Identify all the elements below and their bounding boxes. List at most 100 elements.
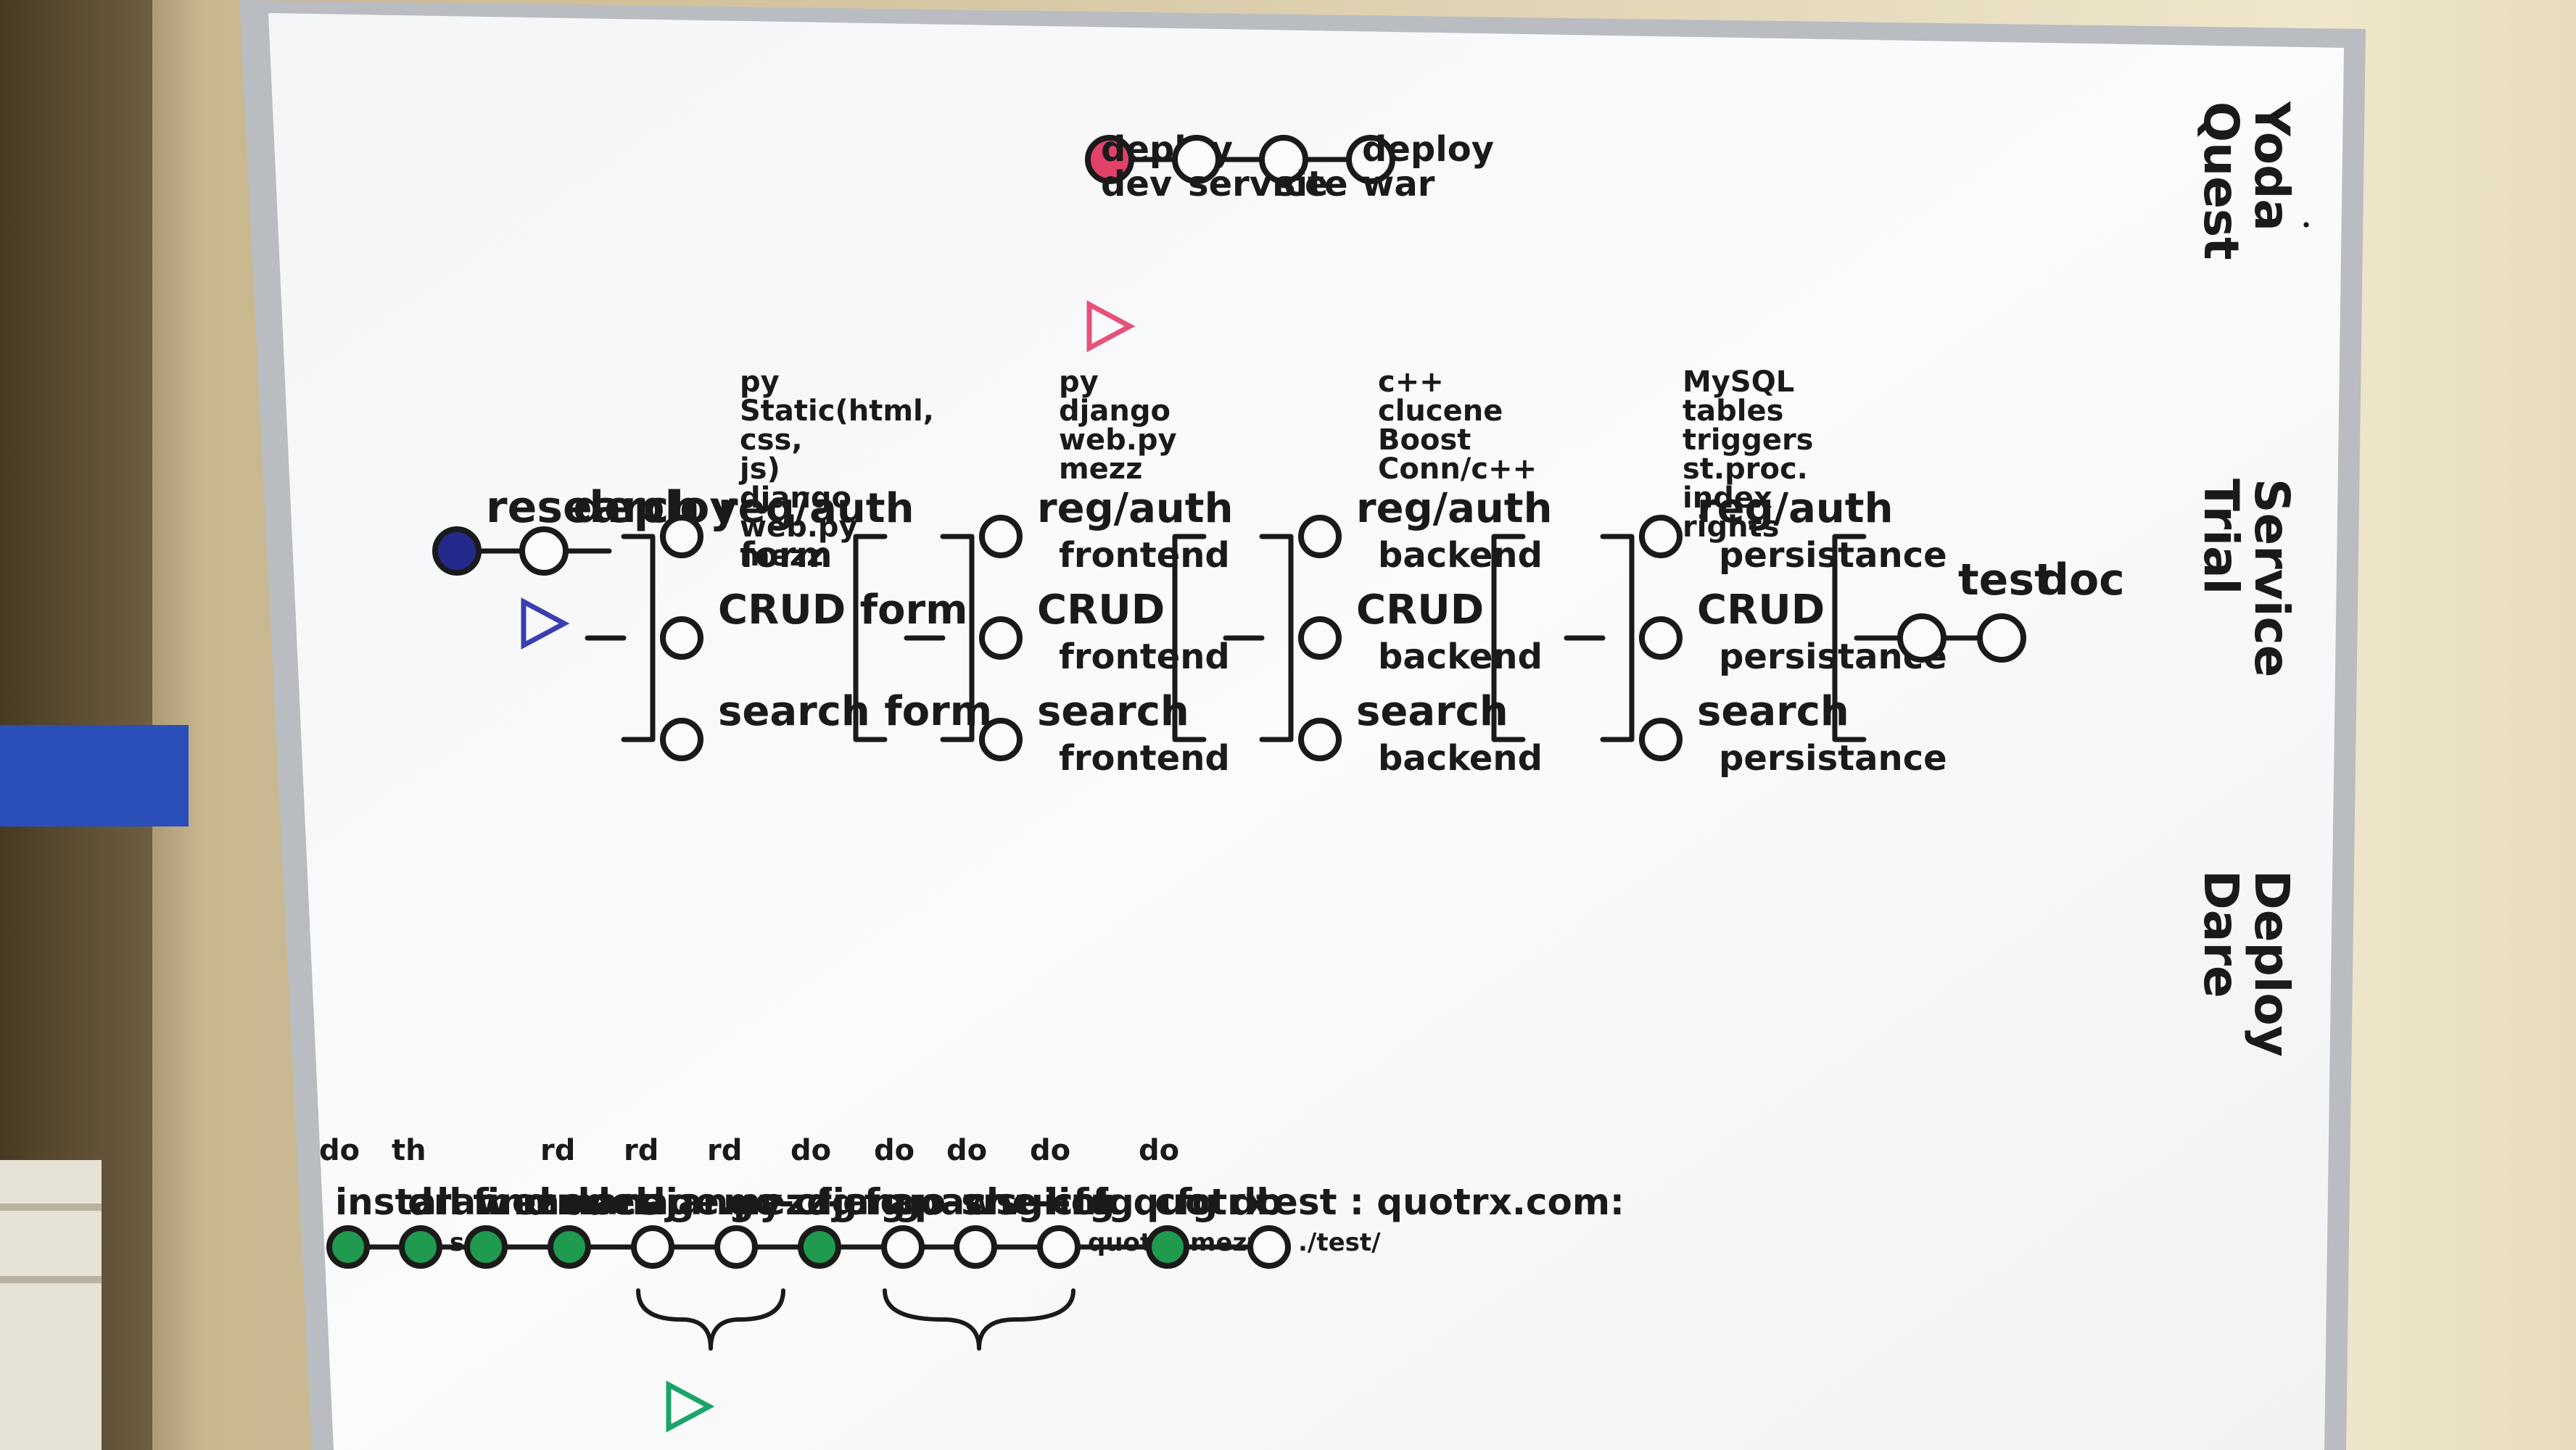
stage-0-node-0 — [660, 515, 703, 558]
stack-note-3-5: rights — [1683, 510, 1779, 544]
stage-0-node-2 — [660, 718, 703, 761]
green-node-5 — [714, 1225, 758, 1269]
pink-node-label-2: site — [1275, 164, 1348, 204]
blue-label-deploy: deploy — [573, 482, 738, 533]
stack-note-1-1: django — [1059, 394, 1171, 428]
stage-3-node-1 — [1639, 616, 1683, 660]
green-prefix-8: do — [946, 1134, 987, 1167]
stack-note-2-0: c++ — [1378, 365, 1444, 399]
stack-note-3-1: tables — [1683, 394, 1783, 428]
stage-1-label-2: search — [1037, 688, 1189, 735]
green-prefix-7: do — [874, 1134, 915, 1167]
green-postfix-11: ./test/ — [1298, 1228, 1381, 1257]
stage-3-node-0 — [1639, 515, 1683, 558]
green-label-6: django-srv — [806, 1181, 1024, 1223]
stage-bracket-right-2 — [1491, 534, 1526, 742]
stage-1-sublabel-2: frontend — [1059, 738, 1230, 779]
stage-bracket-left-3 — [1600, 534, 1635, 742]
blue-node-doc — [1977, 613, 2026, 663]
green-prefix-9: do — [1030, 1134, 1070, 1167]
green-label-2: find docs — [473, 1181, 658, 1223]
green-label-0: install mezz — [335, 1181, 579, 1223]
stack-note-2-2: Boost — [1378, 423, 1471, 457]
stack-note-0-4: django — [740, 481, 851, 515]
green-label-4: django-cfg — [640, 1181, 857, 1223]
stage-3-label-0: reg/auth — [1697, 485, 1893, 532]
blue-label-test: test — [1958, 555, 2055, 605]
stage-bracket-right-0 — [853, 534, 888, 742]
blue-label-doc: doc — [2038, 555, 2125, 605]
stage-1-sublabel-1: frontend — [1059, 637, 1230, 677]
stage-3-node-2 — [1639, 718, 1683, 761]
pink-node-2 — [1259, 135, 1308, 184]
stack-note-0-6: mezz — [740, 539, 823, 573]
blue-milestone-triangle — [521, 597, 570, 650]
stack-note-0-2: css, — [740, 423, 803, 457]
pink-node-label-3: deploy — [1362, 129, 1494, 170]
pink-milestone-triangle — [1086, 300, 1136, 352]
stage-1-label-0: reg/auth — [1037, 485, 1233, 532]
legend-deploy: Deploy — [2244, 870, 2300, 1057]
pink-node-0 — [1085, 135, 1134, 184]
green-label-9: link quotrx — [1046, 1181, 1268, 1223]
stage-2-label-2: search — [1356, 688, 1508, 735]
stack-note-0-0: py — [740, 365, 780, 399]
legend-yoda: Yoda — [2244, 101, 2300, 231]
green-prefix-3: rd — [540, 1134, 575, 1167]
stage-2-sublabel-2: backend — [1378, 738, 1543, 779]
stage-bracket-left-1 — [940, 534, 975, 742]
green-label-11: test : quotrx.com: — [1256, 1181, 1625, 1223]
stack-note-1-3: mezz — [1059, 452, 1142, 486]
stage-3-sublabel-0: persistance — [1719, 535, 1947, 576]
stack-note-3-0: MySQL — [1683, 365, 1794, 399]
blue-node-deploy — [519, 526, 569, 576]
stage-0-label-0: reg/auth — [718, 485, 914, 532]
stage-bracket-right-1 — [1172, 534, 1207, 742]
green-node-8 — [954, 1225, 997, 1269]
green-node-6 — [798, 1225, 841, 1269]
blue-node-research — [432, 526, 482, 576]
legend-quest: Quest — [2193, 102, 2249, 260]
green-node-0 — [326, 1225, 370, 1269]
stack-note-1-0: py — [1059, 365, 1099, 399]
stage-1-sublabel-0: frontend — [1059, 535, 1230, 576]
stage-2-node-1 — [1298, 616, 1342, 660]
pink-node-3 — [1346, 135, 1395, 184]
stage-0-label-2: search form — [718, 688, 992, 735]
stage-3-label-2: search — [1697, 688, 1849, 735]
stage-2-sublabel-1: backend — [1378, 637, 1543, 677]
stack-note-2-1: clucene — [1378, 394, 1503, 428]
stage-0-label-1: CRUD form — [718, 587, 967, 634]
green-node-1 — [399, 1225, 442, 1269]
stage-2-sublabel-0: backend — [1378, 535, 1543, 576]
stage-0-sublabel-0: form — [740, 535, 833, 576]
stage-1-node-0 — [979, 515, 1023, 558]
stage-0-node-1 — [660, 616, 703, 660]
green-node-4 — [631, 1225, 674, 1269]
brace-do-cfg — [883, 1288, 1076, 1351]
green-prefix-6: do — [790, 1134, 831, 1167]
stack-note-3-4: index — [1683, 481, 1772, 515]
brace-rd-cfg — [636, 1288, 785, 1351]
stack-note-3-3: st.proc. — [1683, 452, 1808, 486]
stage-2-node-2 — [1298, 718, 1342, 761]
stage-bracket-left-2 — [1259, 534, 1294, 742]
stage-bracket-left-0 — [621, 534, 656, 742]
stack-note-0-3: js) — [738, 452, 780, 486]
stage-3-label-1: CRUD — [1697, 587, 1825, 634]
green-label-1: draw model — [408, 1181, 648, 1223]
stage-bracket-right-3 — [1832, 534, 1867, 742]
green-label-8: wsgi-cfg — [962, 1181, 1134, 1223]
stack-note-3-2: triggers — [1683, 423, 1814, 457]
blue-node-test — [1897, 613, 1947, 663]
green-prefix-1: th — [392, 1134, 426, 1167]
stage-1-node-1 — [979, 616, 1023, 660]
green-prefix-10: do — [1139, 1134, 1179, 1167]
green-node-10 — [1146, 1225, 1189, 1269]
stack-note-2-3: Conn/c++ — [1378, 452, 1537, 486]
blue-binders — [0, 725, 189, 826]
legend-service: Service — [2244, 478, 2300, 677]
green-prefix-5: rd — [707, 1134, 742, 1167]
stage-1-node-2 — [979, 718, 1023, 761]
